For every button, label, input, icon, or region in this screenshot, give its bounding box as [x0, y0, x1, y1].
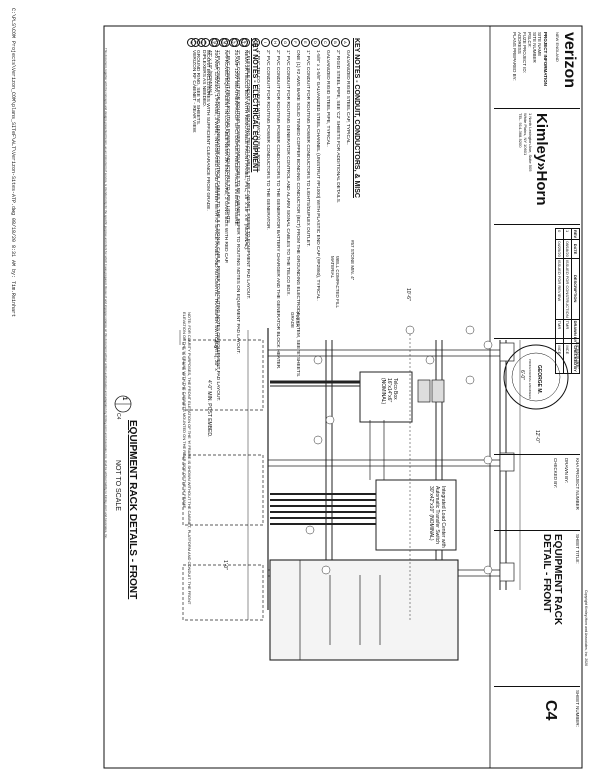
seal-name: GEORGE M.: [536, 365, 542, 394]
revisions-cell: ISSUED FOR CONSTRUCTION: [563, 258, 572, 320]
project-info-line: SITE NUMBER: [532, 32, 537, 63]
drawn-by-label: DRAWN BY:: [564, 458, 569, 484]
title-block: verizon NEW ENGLAND PROJECT INFORMATION …: [492, 28, 582, 766]
dim-top-label: 4'-6": [212, 340, 218, 350]
sheet-number-label: SHEET NUMBER:: [575, 690, 580, 727]
firm-address-line: 1 North Lexington Ave, Suite 505: [528, 113, 533, 172]
compacted-fill-label: WELL COMPACTED FILL MATERIAL: [330, 256, 340, 308]
project-info-line: SITE NAME: [537, 32, 542, 57]
finish-grade-label: FINISH GRADE: [290, 312, 300, 329]
dim-side-label: 1'-0": [222, 560, 228, 570]
licensure-label: LICENSURE:: [575, 342, 580, 370]
load-center-label: Integrated Load Center with Automatic Tr…: [428, 486, 446, 548]
kha-project-number-label: KHA PROJECT NUMBER: [575, 458, 580, 510]
sheet-title: EQUIPMENT RACK DETAIL - FRONT: [541, 534, 563, 626]
sheet-number: C4: [542, 700, 559, 721]
sheet-title-label: SHEET TITLE:: [575, 534, 580, 564]
clarity-note: NOTE: FOR CLARITY PURPOSES, THE FRONT EL…: [182, 312, 192, 605]
stone-label: #57 STONE MIN. 4": [350, 240, 355, 281]
revisions-header-cell: DESCRIPTION: [571, 258, 580, 320]
copyright-line: Copyright Kimley-Horn and Associates, In…: [584, 590, 588, 667]
firm-address-line: TEL. 914-368-9200: [518, 113, 523, 148]
revisions-header-cell: REV: [571, 228, 580, 240]
detail-sheet-ref: C4: [115, 413, 121, 420]
kimley-horn-logo: Kimley»Horn: [533, 113, 550, 206]
revisions-cell: 04/29/20: [555, 239, 564, 259]
detail-number: 1: [121, 397, 127, 401]
seal-sub: PROFESSIONAL ENGINEER: [528, 359, 532, 399]
detail-title: EQUIPMENT RACK DETAILS - FRONT: [127, 420, 138, 600]
dim-embed-label: 4'-0" MIN. POST EMBED.: [206, 380, 212, 438]
verizon-logo: verizon: [561, 32, 578, 89]
revisions-cell: ISSUED FOR REVIEW: [555, 258, 564, 320]
dim-right-label: 10'-6": [405, 288, 411, 301]
project-info-title: PROJECT INFORMATION: [543, 32, 548, 86]
detail-scale: NOT TO SCALE: [114, 460, 121, 511]
engineer-seal: [503, 344, 569, 410]
revisions-cell: 0: [555, 228, 564, 240]
project-info-line: PSLC#:: [527, 32, 532, 48]
project-info-line: FUZE PROJECT ID:: [522, 32, 527, 73]
checked-by-label: CHECKED BY:: [553, 458, 558, 489]
revisions-cell: 08/18/20: [563, 239, 572, 259]
revisions-cell: 1: [563, 228, 572, 240]
project-info-line: PLANS PREPARED BY:: [512, 32, 517, 81]
telco-box-label: Telco Box 16"x14"x6" (NOMINAL): [380, 378, 398, 405]
revisions-header-cell: DATE: [571, 239, 580, 259]
